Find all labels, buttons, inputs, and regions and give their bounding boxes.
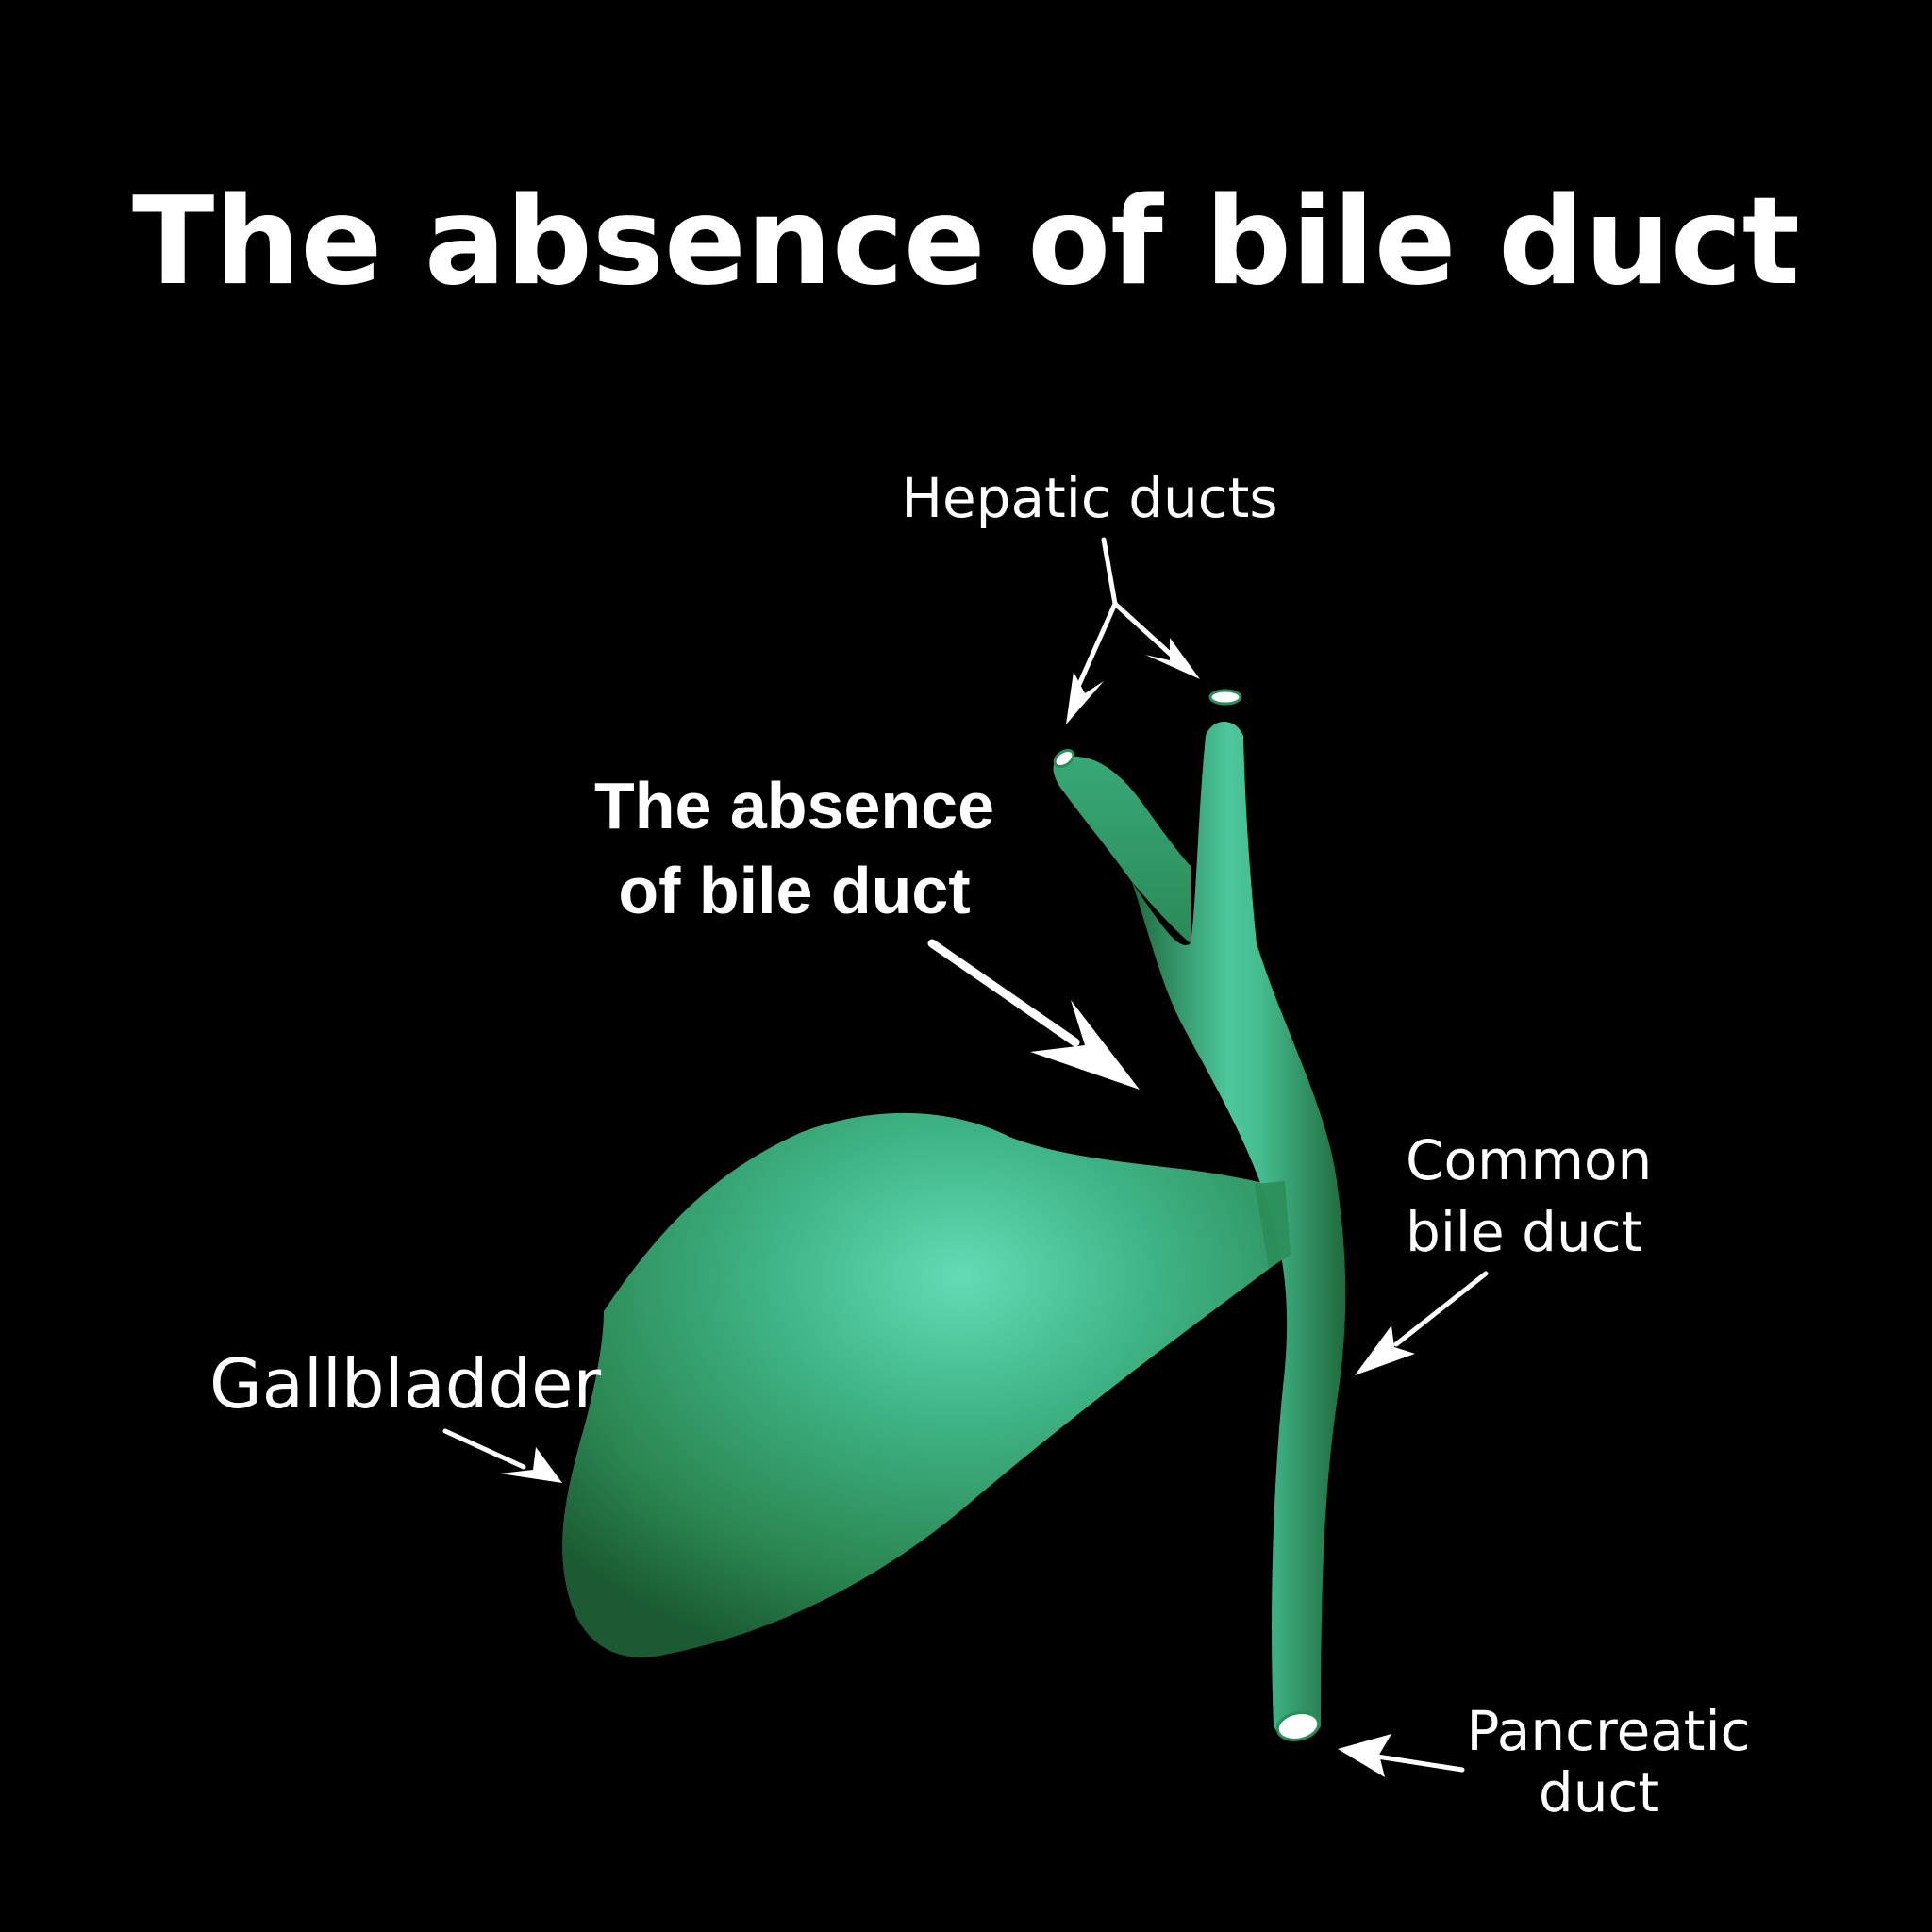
left-hepatic-opening — [1053, 748, 1075, 769]
absence-label-line2: of bile duct — [618, 854, 970, 927]
pancreatic-duct-label-line1: Pancreatic — [1466, 1699, 1750, 1763]
pancreatic-duct-label-line2: duct — [1539, 1760, 1659, 1824]
absence-arrowhead — [1030, 1000, 1140, 1090]
common-bile-duct-label-line1: Common — [1406, 1128, 1652, 1192]
absence-pointer — [927, 939, 1140, 1090]
gallbladder-shape — [562, 1112, 1288, 1657]
gallbladder-label: Gallbladder — [209, 1344, 601, 1424]
hepatic-ducts-label: Hepatic ducts — [901, 466, 1277, 530]
page-title: The absence of bile duct — [132, 172, 1800, 312]
gallbladder-arrowhead — [500, 1447, 562, 1483]
pancreatic-opening — [1275, 1711, 1321, 1741]
common-bile-duct-shape — [1132, 722, 1346, 1740]
gallbladder-pointer — [442, 1428, 562, 1483]
hepatic-ducts-pointer — [1066, 537, 1200, 724]
absence-label-line1: The absence — [594, 769, 994, 842]
hepatic-arrowhead-right — [1145, 638, 1200, 679]
pancreatic-duct-pointer — [1338, 1734, 1465, 1777]
pancreatic-arrowhead — [1338, 1734, 1391, 1777]
common-arrowhead — [1355, 1325, 1415, 1375]
duct-junction-shadow — [1255, 1181, 1291, 1269]
common-bile-duct-label-line2: bile duct — [1406, 1200, 1642, 1264]
right-hepatic-opening — [1208, 689, 1242, 706]
hepatic-arrowhead-left — [1066, 672, 1104, 724]
common-bile-duct-pointer — [1355, 1271, 1489, 1375]
left-hepatic-duct-shape — [1053, 757, 1191, 943]
